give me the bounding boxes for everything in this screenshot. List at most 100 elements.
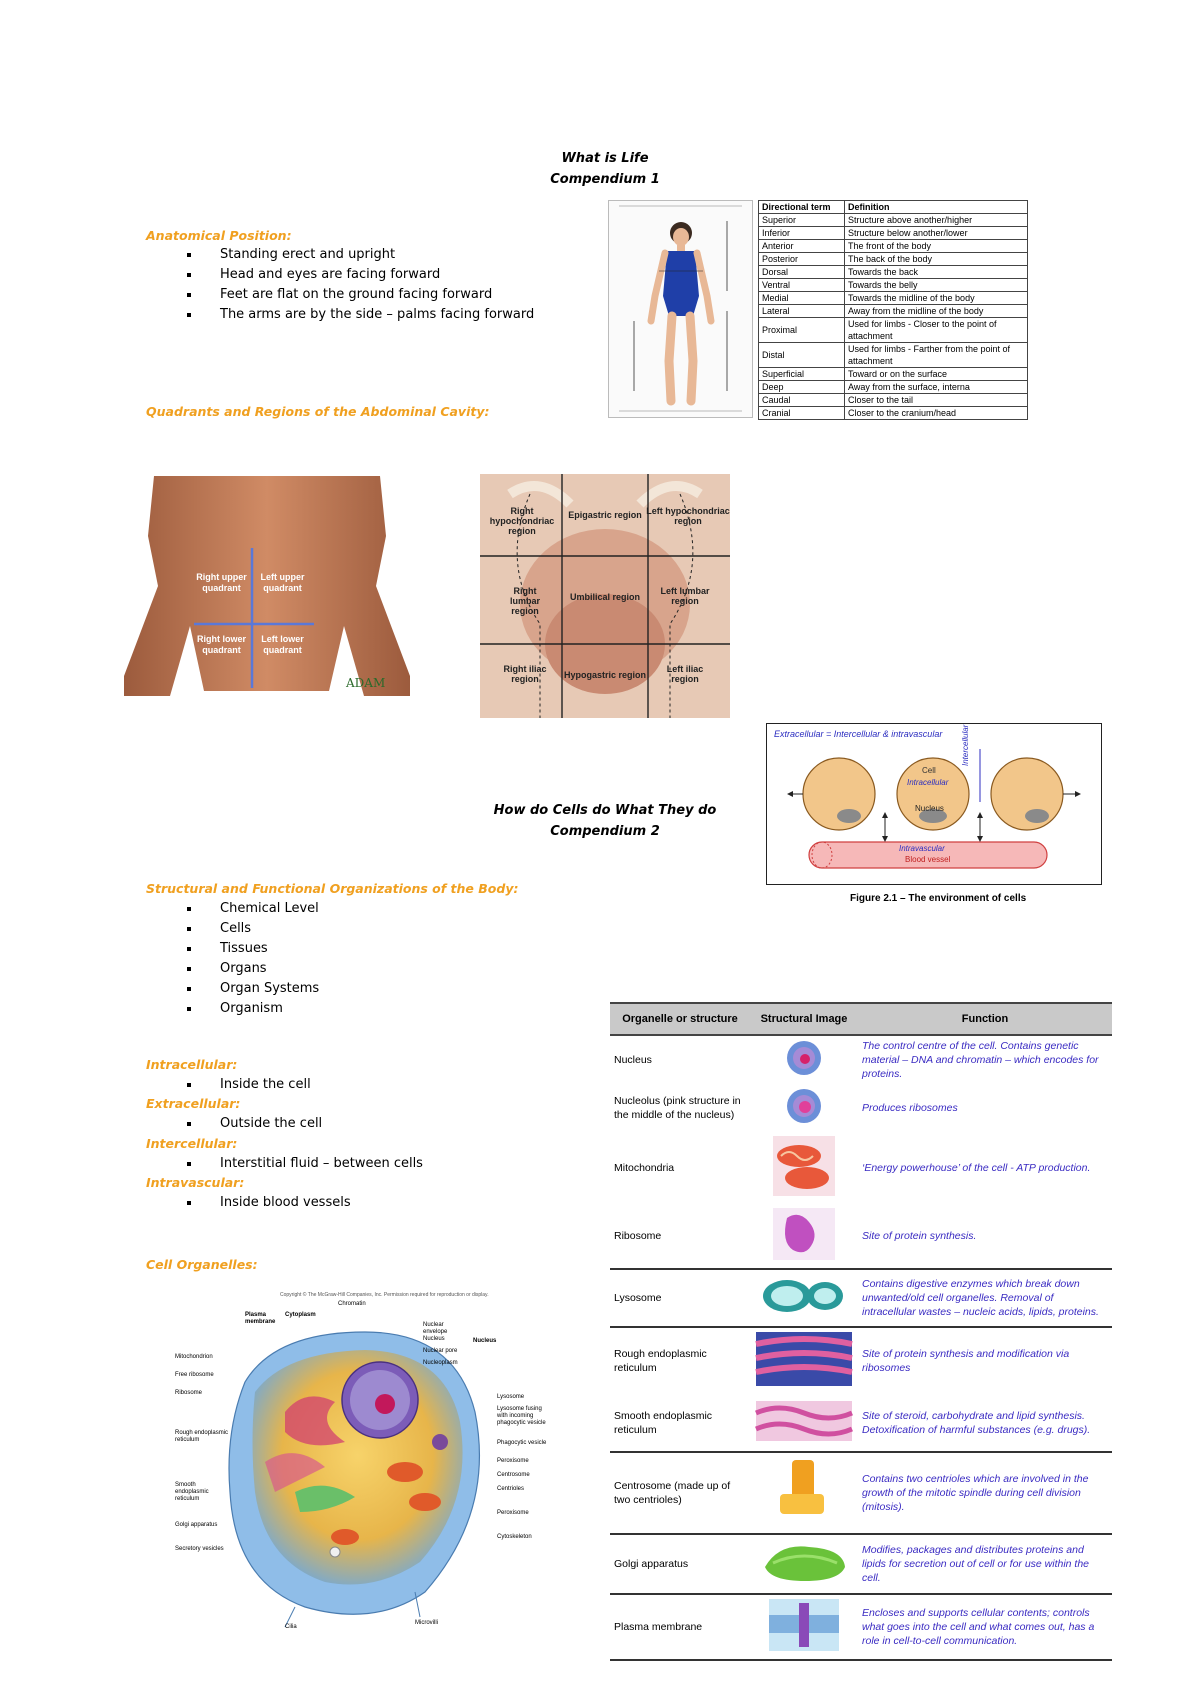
list-item: Standing erect and upright (146, 245, 534, 265)
list-item: The arms are by the side – palms facing … (146, 305, 534, 325)
directional-definition: Used for limbs - Closer to the point of … (844, 317, 1028, 343)
region-label: Umbilical region (570, 592, 641, 602)
organelle-function: Modifies, packages and distributes prote… (858, 1533, 1112, 1594)
cell-environment-drawing (787, 749, 1081, 869)
label-left: Mitochondrion (175, 1354, 213, 1360)
organelle-function: Encloses and supports cellular contents;… (858, 1593, 1112, 1661)
directional-term: Dorsal (758, 265, 845, 279)
table-header: Definition (844, 200, 1028, 214)
table-row: Nucleus The control centre of the cell. C… (610, 1035, 1112, 1084)
list-item: Organ Systems (146, 979, 319, 999)
directional-definition: Closer to the cranium/head (844, 406, 1028, 420)
abdominal-regions-drawing (480, 474, 730, 718)
table-header: Directional term (758, 200, 845, 214)
copyright-text: Copyright © The McGraw-Hill Companies, I… (280, 1292, 489, 1298)
label-right: Centrosome (497, 1472, 530, 1478)
organelle-image (750, 1451, 858, 1534)
directional-term: Inferior (758, 226, 845, 240)
quadrant-luq-label: Left upper quadrant (260, 572, 305, 593)
intracellular-heading: Intracellular: (146, 1057, 238, 1072)
organelle-icon (781, 1086, 827, 1130)
cell-label: Cell (922, 766, 936, 775)
organelle-icon (769, 1134, 839, 1202)
intravascular-list: Inside blood vessels (146, 1193, 351, 1213)
intercellular-label: Intercellular (961, 724, 970, 766)
organelle-image (750, 1326, 858, 1394)
organelle-table: Organelle or structure Structural Image … (610, 1002, 1112, 1661)
label-right: Cytoskeleton (497, 1534, 532, 1540)
cell-environment-figure: Extracellular = Intercellular & intravas… (766, 723, 1102, 885)
organelle-image (750, 1533, 858, 1594)
quadrants-heading: Quadrants and Regions of the Abdominal C… (146, 404, 490, 419)
table-row: Nucleolus (pink structure in the middle … (610, 1084, 1112, 1132)
label-right: Lysosome fusing with incoming phagocytic… (497, 1406, 546, 1426)
table-header-row: Directional term Definition (758, 200, 1028, 214)
region-label: Right hypochondriac region (489, 506, 555, 536)
region-label: Right lumbar region (509, 586, 540, 616)
cell-labels-left: Mitochondrion Free ribosome Ribosome Rou… (175, 1354, 231, 1553)
organelle-image (750, 1394, 858, 1452)
table-header: Function (858, 1002, 1112, 1036)
directional-definition: Away from the surface, interna (844, 380, 1028, 394)
figure-caption: Figure 2.1 – The environment of cells (850, 893, 1027, 904)
label-left: Smooth endoplasmic reticulum (175, 1482, 209, 1502)
list-item: Interstitial fluid – between cells (146, 1154, 423, 1174)
list-item: Cells (146, 919, 319, 939)
list-item: Tissues (146, 939, 319, 959)
list-item: Head and eyes are facing forward (146, 265, 534, 285)
label-right: Lysosome (497, 1394, 525, 1400)
organelle-function: Site of protein synthesis and modificati… (858, 1326, 1112, 1394)
organelle-image (750, 1204, 858, 1269)
organelle-function: The control centre of the cell. Contains… (862, 1040, 1099, 1080)
directional-term: Cranial (758, 406, 845, 420)
label-microvilli: Microvilli (415, 1620, 438, 1626)
directional-definition: The back of the body (844, 252, 1028, 266)
intracellular-label: Intracellular (907, 778, 949, 787)
label-right: Peroxisome (497, 1510, 529, 1516)
list-item: Inside blood vessels (146, 1193, 351, 1213)
label-left: Ribosome (175, 1390, 203, 1396)
label-right: Peroxisome (497, 1458, 529, 1464)
region-label: Left hypochondriac region (646, 506, 730, 526)
label-nucleus-group: Nucleus (473, 1338, 497, 1344)
organelle-name: Mitochondria (614, 1162, 675, 1174)
structural-list: Chemical Level Cells Tissues Organs Orga… (146, 899, 319, 1019)
organelle-name: Nucleus (614, 1054, 652, 1066)
organelle-function: Produces ribosomes (862, 1102, 958, 1114)
cell-labels-nucleus: Nuclear envelope Nucleus Nuclear pore Nu… (423, 1322, 468, 1367)
organelle-icon (759, 1276, 849, 1320)
organelle-function: ‘Energy powerhouse’ of the cell - ATP pr… (862, 1162, 1091, 1174)
anatomical-list: Standing erect and upright Head and eyes… (146, 245, 534, 325)
organelle-name: Rough endoplasmic reticulum (610, 1326, 750, 1394)
cell-labels-right: Lysosome Lysosome fusing with incoming p… (497, 1394, 547, 1541)
label-cytoplasm: Cytoplasm (285, 1312, 316, 1318)
directional-term: Caudal (758, 393, 845, 407)
anatomical-figure-drawing (619, 205, 742, 412)
abdomen-quadrants-image: Right upper quadrant Left upper quadrant… (124, 476, 410, 696)
label-right: Nuclear envelope (423, 1322, 448, 1335)
list-item: Feet are flat on the ground facing forwa… (146, 285, 534, 305)
organelle-image (750, 1035, 858, 1084)
extracellular-list: Outside the cell (146, 1114, 322, 1134)
anatomical-figure-image (608, 200, 753, 418)
quadrant-llq-label: Left lower quadrant (261, 634, 304, 655)
page1-title-line2: Compendium 1 (550, 172, 660, 187)
organelle-name: Plasma membrane (610, 1593, 750, 1661)
organelle-table-wrap: Organelle or structure Structural Image … (610, 1002, 1112, 1661)
cell-diagram-drawing (228, 1331, 480, 1628)
organelles-heading: Cell Organelles: (146, 1257, 258, 1272)
directional-term: Superficial (758, 367, 845, 381)
directional-definition: Away from the midline of the body (844, 304, 1028, 318)
